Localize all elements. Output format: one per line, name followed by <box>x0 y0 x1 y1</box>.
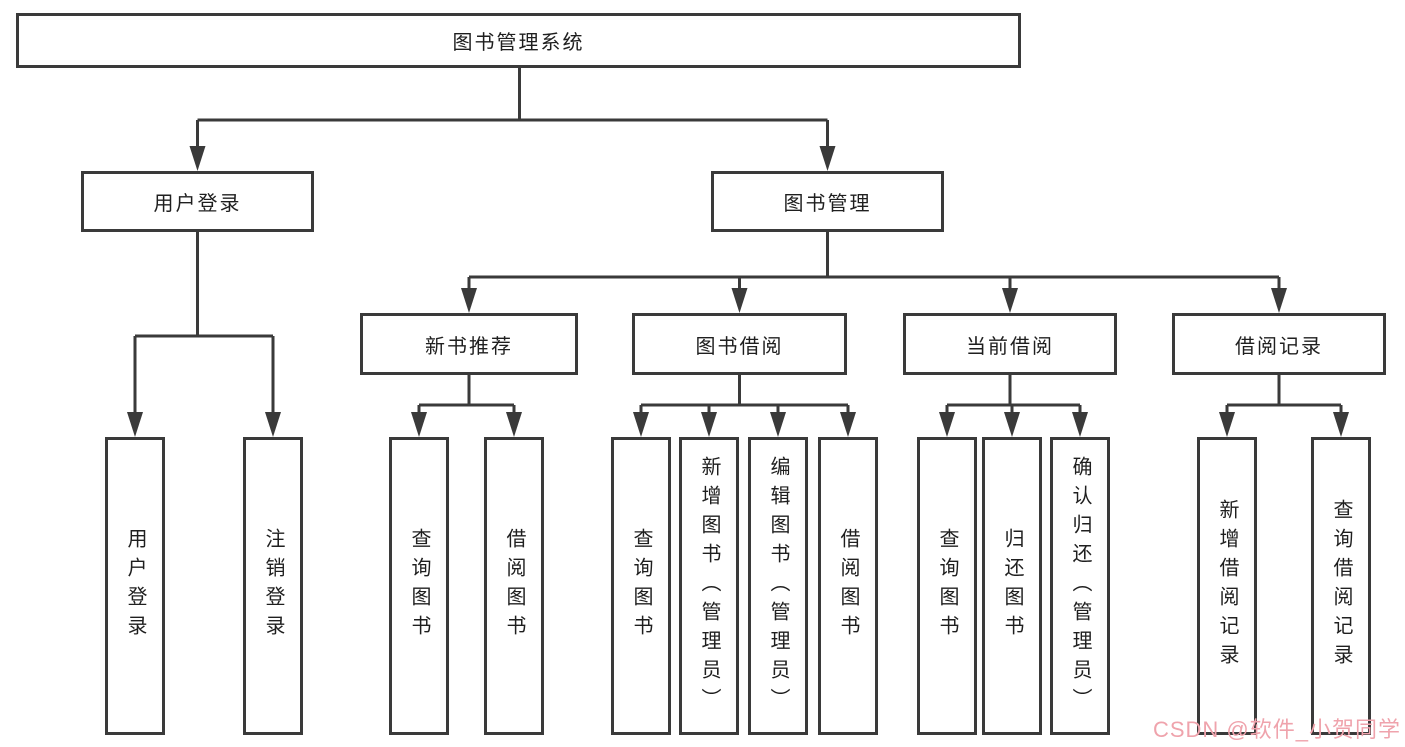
arrowhead <box>1004 412 1020 437</box>
edge-user-login-to-leaves <box>127 232 281 437</box>
edge-borrow-records-to-leaves <box>1219 375 1349 437</box>
edge-root-to-level2 <box>189 68 836 171</box>
arrowhead <box>461 288 477 313</box>
arrowhead <box>633 412 649 437</box>
leaf-borrow-add-books-admin: 新增图书（管理员） <box>679 437 739 735</box>
arrowhead <box>127 412 143 437</box>
node-library-management-system: 图书管理系统 <box>16 13 1021 68</box>
leaf-borrow-query-books: 查询图书 <box>611 437 671 735</box>
arrowhead <box>840 412 856 437</box>
arrowhead <box>731 288 748 313</box>
node-borrow-records: 借阅记录 <box>1172 313 1386 375</box>
arrowhead <box>1072 412 1088 437</box>
arrowhead <box>701 412 717 437</box>
edge-book-management-to-level3 <box>461 232 1287 313</box>
leaf-records-add-record: 新增借阅记录 <box>1197 437 1257 735</box>
leaf-current-return-books: 归还图书 <box>982 437 1042 735</box>
node-user-login: 用户登录 <box>81 171 314 232</box>
arrowhead <box>506 412 522 437</box>
arrowhead <box>939 412 955 437</box>
edge-new-book-recommend-to-leaves <box>411 375 522 437</box>
leaf-user-login: 用户登录 <box>105 437 165 735</box>
arrowhead <box>1333 412 1349 437</box>
arrowhead <box>1219 412 1235 437</box>
node-book-management: 图书管理 <box>711 171 944 232</box>
leaf-recommend-borrow-books: 借阅图书 <box>484 437 544 735</box>
arrowhead <box>1002 288 1018 313</box>
node-current-borrow: 当前借阅 <box>903 313 1117 375</box>
leaf-borrow-edit-books-admin: 编辑图书（管理员） <box>748 437 808 735</box>
csdn-watermark: CSDN @软件_小贺同学 <box>1152 717 1401 742</box>
node-new-book-recommend: 新书推荐 <box>360 313 578 375</box>
edge-book-borrow-to-leaves <box>633 375 856 437</box>
arrowhead <box>1271 288 1287 313</box>
arrowhead <box>265 412 281 437</box>
arrowhead <box>411 412 427 437</box>
leaf-borrow-borrow-books: 借阅图书 <box>818 437 878 735</box>
leaf-logout: 注销登录 <box>243 437 303 735</box>
leaf-current-query-books: 查询图书 <box>917 437 977 735</box>
edge-current-borrow-to-leaves <box>939 375 1088 437</box>
leaf-current-confirm-return-admin: 确认归还（管理员） <box>1050 437 1110 735</box>
arrowhead <box>770 412 786 437</box>
leaf-recommend-query-books: 查询图书 <box>389 437 449 735</box>
leaf-records-query-record: 查询借阅记录 <box>1311 437 1371 735</box>
arrowhead <box>189 146 206 171</box>
node-book-borrow: 图书借阅 <box>632 313 847 375</box>
arrowhead <box>819 146 836 171</box>
